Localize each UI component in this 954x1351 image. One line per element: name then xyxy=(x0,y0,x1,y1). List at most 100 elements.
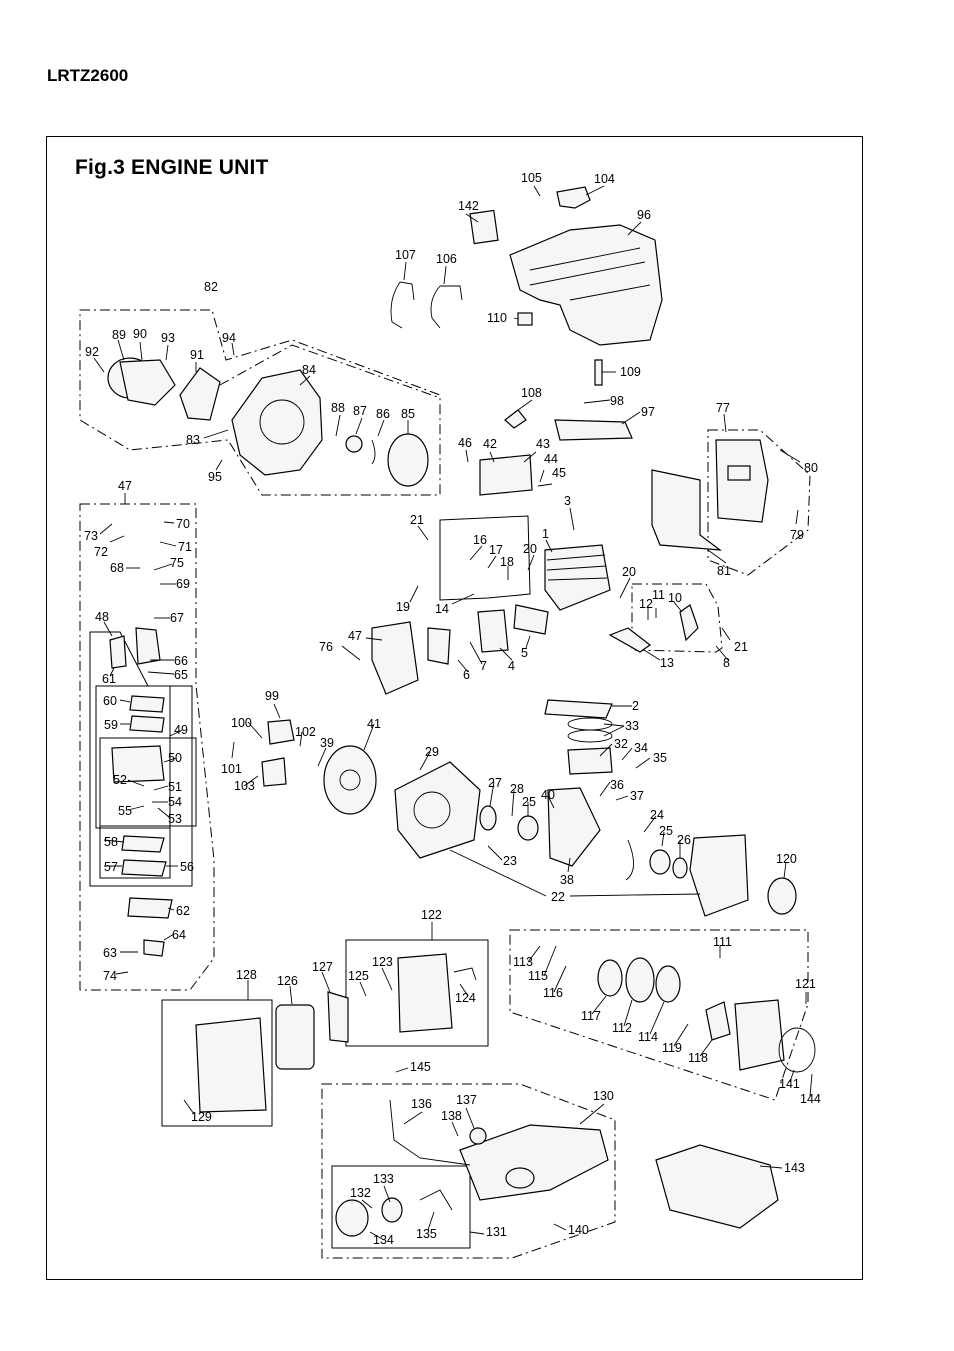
part-number-labels: 105 104 142 96 107 106 82 110 94 89 90 9… xyxy=(84,171,821,1247)
part-number: 127 xyxy=(312,960,333,974)
figure-title: Fig.3 ENGINE UNIT xyxy=(75,156,269,179)
part-number: 119 xyxy=(662,1041,682,1055)
part-number: 38 xyxy=(560,873,574,887)
tank-cap-134-shape xyxy=(335,1199,369,1237)
gasket-5-shape xyxy=(513,604,549,635)
group-outline-131 xyxy=(331,1165,471,1249)
starter-case-shape xyxy=(734,999,785,1071)
part-number: 92 xyxy=(85,345,99,359)
part-number: 113 xyxy=(513,955,533,969)
part-number: 19 xyxy=(396,600,410,614)
spring-117-shape xyxy=(597,959,623,997)
part-number: 32 xyxy=(614,737,628,751)
part-number: 4 xyxy=(508,659,515,673)
part-number: 41 xyxy=(367,717,381,731)
pipe-13-shape xyxy=(608,627,652,653)
cleaner-base-122-shape xyxy=(397,953,453,1033)
part-number: 43 xyxy=(536,437,550,451)
ring-141-shape xyxy=(778,1027,816,1073)
part-number: 42 xyxy=(483,437,497,451)
leader-lines xyxy=(93,185,813,1241)
grommet-110-shape xyxy=(517,312,533,326)
part-number: 108 xyxy=(521,386,542,400)
seal-26-shape xyxy=(672,857,688,879)
cover-62-shape xyxy=(127,897,173,919)
fuel-tank-130-shape xyxy=(459,1124,609,1201)
part-number: 141 xyxy=(779,1077,800,1091)
part-number: 80 xyxy=(804,461,818,475)
spark-plug-109-shape xyxy=(594,359,603,386)
strap-135-shape xyxy=(419,1189,453,1211)
part-number: 29 xyxy=(425,745,439,759)
label-142-shape xyxy=(469,209,499,245)
cover-cap-shape xyxy=(556,186,591,209)
part-number: 36 xyxy=(610,778,624,792)
part-number: 14 xyxy=(435,602,449,616)
bearing-25-shape xyxy=(517,815,539,841)
part-number: 6 xyxy=(463,668,470,682)
pulley-120-shape xyxy=(767,877,797,915)
part-number: 33 xyxy=(625,719,639,733)
part-number: 118 xyxy=(688,1051,708,1065)
part-number: 23 xyxy=(503,854,517,868)
part-number: 114 xyxy=(638,1030,658,1044)
part-number: 97 xyxy=(641,405,655,419)
part-number: 74 xyxy=(103,969,117,983)
figure-frame xyxy=(46,136,863,1280)
part-number: 69 xyxy=(176,577,190,591)
part-number: 115 xyxy=(528,969,548,983)
guard-143-shape xyxy=(655,1144,779,1229)
part-number: 39 xyxy=(320,736,334,750)
piston-32-shape xyxy=(567,747,613,775)
part-number: 40 xyxy=(541,788,555,802)
part-number: 44 xyxy=(544,452,558,466)
part-number: 65 xyxy=(174,668,188,682)
part-number: 54 xyxy=(168,795,182,809)
part-number: 122 xyxy=(421,908,442,922)
bearing-25b-shape xyxy=(649,849,671,875)
group-outline-48 xyxy=(89,631,193,887)
part-number: 83 xyxy=(186,433,200,447)
part-number: 49 xyxy=(174,723,188,737)
seal-27-shape xyxy=(479,805,497,831)
group-outline-14 xyxy=(439,515,531,601)
part-number: 111 xyxy=(713,935,732,949)
part-number: 120 xyxy=(776,852,797,866)
part-number: 12 xyxy=(639,597,653,611)
part-number: 21 xyxy=(410,513,424,527)
part-number: 50 xyxy=(168,751,182,765)
part-number: 48 xyxy=(95,610,109,624)
engine-cover-shape xyxy=(509,224,663,346)
part-number: 130 xyxy=(593,1089,614,1103)
part-number: 56 xyxy=(180,860,194,874)
part-number: 18 xyxy=(500,555,514,569)
group-outline-8 xyxy=(631,583,723,653)
ring-86-shape xyxy=(371,439,376,465)
part-number: 17 xyxy=(489,543,503,557)
part-number: 1 xyxy=(542,527,549,541)
part-number: 25 xyxy=(522,795,536,809)
part-number: 11 xyxy=(652,588,665,602)
part-number: 59 xyxy=(104,718,118,732)
group-outline-111 xyxy=(509,929,809,1101)
part-number: 75 xyxy=(170,556,184,570)
part-number: 55 xyxy=(118,804,132,818)
part-number: 95 xyxy=(208,470,222,484)
part-number: 62 xyxy=(176,904,190,918)
carburetor-47-shape xyxy=(371,621,419,695)
part-number: 104 xyxy=(594,172,615,186)
part-number: 89 xyxy=(112,328,126,342)
snap-ring-24-shape xyxy=(625,839,634,881)
part-number: 66 xyxy=(174,654,188,668)
part-number: 112 xyxy=(612,1021,632,1035)
fan-case-84-shape xyxy=(231,369,323,476)
ignition-coil-42-shape xyxy=(479,454,533,496)
part-number: 81 xyxy=(717,564,731,578)
part-number: 34 xyxy=(634,741,648,755)
part-number: 21 xyxy=(734,640,748,654)
part-number: 13 xyxy=(660,656,674,670)
group-outline-56 xyxy=(99,825,171,879)
part-number: 57 xyxy=(104,860,118,874)
part-number: 140 xyxy=(568,1223,589,1237)
